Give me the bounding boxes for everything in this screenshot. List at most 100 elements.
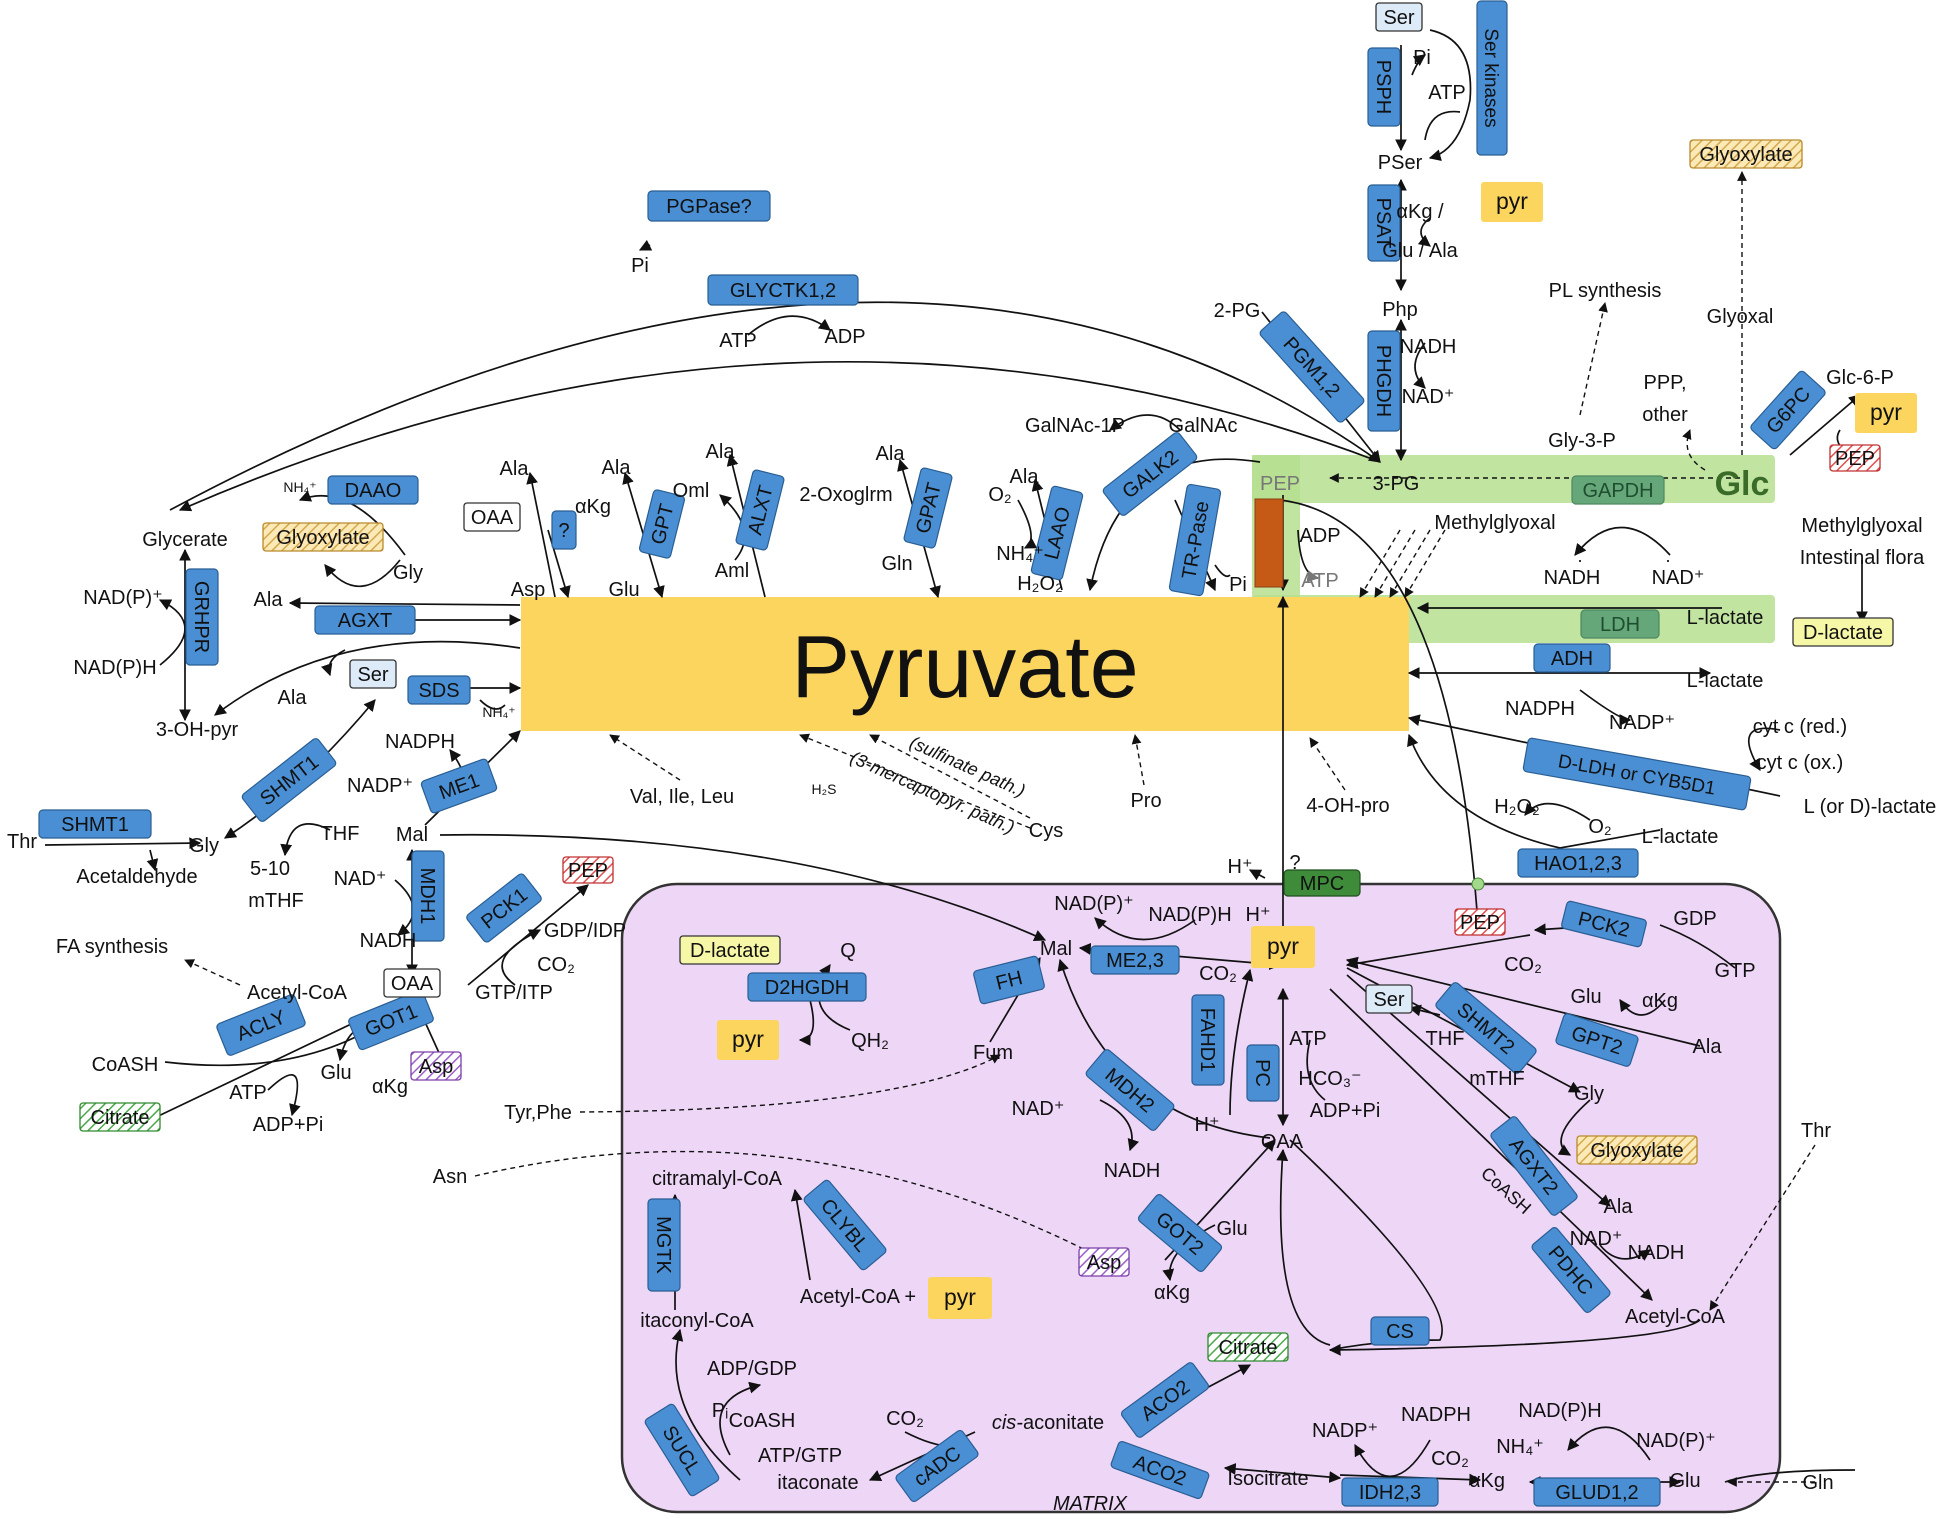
enzyme-text: D2HGDH [765, 977, 849, 999]
metabolite-box-ser[interactable]: Ser [349, 659, 397, 689]
metabolite-box-text: PEP [1835, 448, 1875, 470]
enzyme-text: ME2,3 [1106, 950, 1164, 972]
enzyme-me2-3[interactable]: ME2,3 [1090, 945, 1180, 975]
metabolite-box-pyr[interactable]: pyr [1855, 393, 1917, 433]
enzyme-glyctk1-2[interactable]: GLYCTK1,2 [707, 274, 859, 306]
enzyme-shmt1[interactable]: SHMT1 [241, 737, 338, 823]
enzyme-d-ldh-or-cyb5d1[interactable]: D-LDH or CYB5D1 [1522, 737, 1752, 811]
enzyme-idh2-3[interactable]: IDH2,3 [1341, 1477, 1439, 1507]
metabolite-box-pep[interactable]: PEP [1454, 908, 1506, 936]
enzyme-agxt[interactable]: AGXT [314, 605, 416, 635]
label-kg: αKg [1642, 990, 1678, 1012]
enzyme-text: PC [1251, 1059, 1273, 1087]
label-ala: Ala [1693, 1036, 1723, 1058]
enzyme-pck1[interactable]: PCK1 [465, 872, 543, 943]
label-pro: Pro [1130, 790, 1161, 812]
metabolite-box-ser[interactable]: Ser [1365, 984, 1413, 1014]
enzyme-tr-pase[interactable]: TR-Pase [1168, 483, 1222, 597]
label-co: CO₂ [1431, 1448, 1469, 1470]
metabolite-box-pep[interactable]: PEP [1829, 444, 1881, 472]
label-atp: ATP [229, 1082, 266, 1104]
enzyme-ldh[interactable]: LDH [1580, 609, 1660, 639]
enzyme-text: PSPH [1372, 60, 1394, 114]
enzyme-pc[interactable]: PC [1246, 1044, 1280, 1102]
label-thr: Thr [1801, 1120, 1831, 1142]
metabolite-box-text: pyr [1496, 188, 1528, 214]
label-h-s: H₂S [812, 781, 837, 797]
enzyme-sds[interactable]: SDS [407, 675, 471, 705]
label-methylglyoxal: Methylglyoxal [1434, 512, 1555, 534]
metabolite-box-oaa[interactable]: OAA [383, 968, 441, 998]
enzyme-shmt1[interactable]: SHMT1 [38, 809, 152, 839]
enzyme-cadc[interactable]: cADC [894, 1429, 979, 1503]
label-3-pg: 3-PG [1373, 473, 1420, 495]
enzyme-got1[interactable]: GOT1 [348, 989, 435, 1051]
enzyme-laao[interactable]: LAAO [1030, 485, 1084, 581]
label-nadh: NADH [1400, 336, 1457, 358]
enzyme-[interactable]: ? [551, 510, 577, 550]
metabolite-box-citrate[interactable]: Citrate [79, 1102, 161, 1132]
enzyme-hao1-2-3[interactable]: HAO1,2,3 [1517, 848, 1639, 878]
label-thf: THF [321, 823, 360, 845]
enzyme-fh[interactable]: FH [973, 955, 1045, 1005]
metabolite-box-pep[interactable]: PEP [562, 856, 614, 884]
enzyme-cs[interactable]: CS [1370, 1316, 1430, 1346]
metabolite-box-asp[interactable]: Asp [1078, 1247, 1130, 1277]
label-ala: Ala [278, 687, 308, 709]
enzyme-pgpase[interactable]: PGPase? [647, 190, 771, 222]
enzyme-mdh1[interactable]: MDH1 [411, 850, 445, 942]
label-5-10: 5-10 [250, 858, 290, 880]
label-asp: Asp [511, 579, 545, 601]
enzyme-ser-kinases[interactable]: Ser kinases [1476, 0, 1508, 156]
enzyme-adh[interactable]: ADH [1533, 643, 1611, 673]
label-nad-p-h: NAD(P)H [1518, 1400, 1601, 1422]
metabolite-box-pyr[interactable]: pyr [717, 1020, 779, 1060]
enzyme-text: GAPDH [1582, 480, 1653, 502]
enzyme-gpt[interactable]: GPT [638, 489, 686, 559]
enzyme-psph[interactable]: PSPH [1367, 47, 1401, 127]
metabolite-box-citrate[interactable]: Citrate [1207, 1332, 1289, 1362]
metabolite-box-asp[interactable]: Asp [410, 1051, 462, 1081]
enzyme-fahd1[interactable]: FAHD1 [1191, 994, 1225, 1086]
enzyme-grhpr[interactable]: GRHPR [185, 568, 219, 666]
label-ala: Ala [254, 589, 284, 611]
metabolite-box-d-lactate[interactable]: D-lactate [1792, 617, 1894, 647]
enzyme-mpc[interactable]: MPC [1283, 869, 1361, 897]
metabolite-box-pyr[interactable]: pyr [1251, 926, 1315, 968]
label-coash: CoASH [92, 1054, 159, 1076]
metabolite-box-glyoxylate[interactable]: Glyoxylate [262, 522, 384, 552]
label-pep: PEP [1260, 473, 1300, 495]
label-q: Q [840, 940, 856, 962]
enzyme-mgtk[interactable]: MGTK [647, 1198, 681, 1292]
enzyme-pkm2[interactable] [1254, 498, 1284, 588]
enzyme-psat[interactable]: PSAT [1367, 184, 1401, 262]
enzyme-daao[interactable]: DAAO [327, 475, 419, 505]
label-co: CO₂ [1199, 963, 1237, 985]
pyruvate-box[interactable] [521, 597, 1409, 731]
enzyme-glud1-2[interactable]: GLUD1,2 [1533, 1477, 1661, 1507]
metabolite-box-glyoxylate[interactable]: Glyoxylate [1689, 139, 1803, 169]
label-ala: Ala [500, 458, 530, 480]
metabolite-box-oaa[interactable]: OAA [463, 502, 521, 532]
metabolite-box-pyr[interactable]: pyr [1481, 182, 1543, 222]
enzyme-gpat[interactable]: GPAT [903, 467, 953, 549]
enzyme-d2hgdh[interactable]: D2HGDH [747, 972, 867, 1002]
metabolite-box-text: pyr [1267, 933, 1299, 959]
metabolite-box-glyoxylate[interactable]: Glyoxylate [1576, 1135, 1698, 1165]
enzyme-gpt2[interactable]: GPT2 [1555, 1013, 1639, 1068]
enzyme-me1[interactable]: ME1 [420, 758, 498, 814]
enzyme-g6pc[interactable]: G6PC [1749, 370, 1826, 451]
enzyme-text: LDH [1600, 614, 1640, 636]
enzyme-text: MGTK [652, 1216, 674, 1274]
metabolite-box-pyr[interactable]: pyr [928, 1277, 992, 1319]
enzyme-phgdh[interactable]: PHGDH [1367, 330, 1401, 432]
enzyme-gapdh[interactable]: GAPDH [1571, 475, 1665, 505]
enzyme-pgm1-2[interactable]: PGM1,2 [1259, 310, 1366, 423]
label-acetyl-coa: Acetyl-CoA [247, 982, 348, 1004]
metabolite-box-d-lactate[interactable]: D-lactate [679, 935, 781, 965]
metabolite-box-ser[interactable]: Ser [1375, 2, 1423, 32]
label-l-lactate: L-lactate [1687, 670, 1764, 692]
enzyme-clybl[interactable]: CLYBL [803, 1179, 888, 1272]
enzyme-alxt[interactable]: ALXT [735, 469, 785, 551]
